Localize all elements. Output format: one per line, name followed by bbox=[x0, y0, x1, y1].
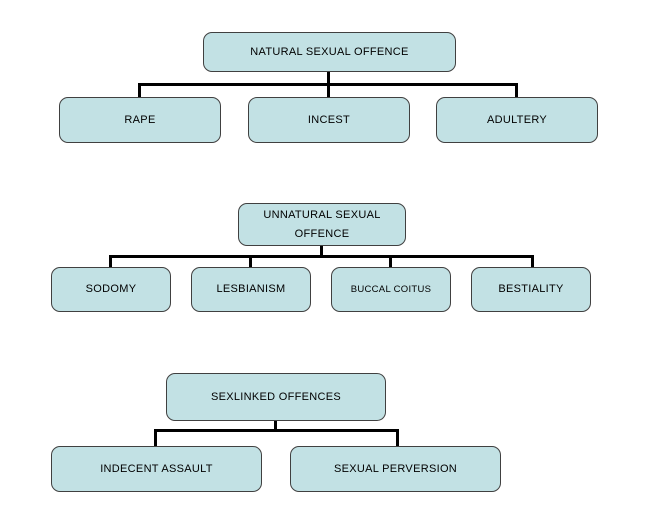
node-unnatural-sexual-offence: UNNATURAL SEXUAL OFFENCE bbox=[238, 203, 406, 246]
node-label-buccal-coitus: BUCCAL COITUS bbox=[350, 284, 432, 295]
node-label-unnatural-sexual-offence: UNNATURAL SEXUAL OFFENCE bbox=[263, 208, 381, 240]
connector-rail-tree3 bbox=[154, 429, 399, 432]
node-label-indecent-assault: INDECENT ASSAULT bbox=[100, 462, 213, 475]
connector-stem-tree1 bbox=[327, 72, 330, 86]
node-adultery: ADULTERY bbox=[436, 97, 598, 143]
node-sexual-perversion: SEXUAL PERVERSION bbox=[290, 446, 501, 492]
node-indecent-assault: INDECENT ASSAULT bbox=[51, 446, 262, 492]
node-label-bestiality: BESTIALITY bbox=[498, 283, 564, 295]
node-label-natural-sexual-offence: NATURAL SEXUAL OFFENCE bbox=[250, 45, 409, 58]
connector-drop-indecent-assault bbox=[154, 429, 157, 446]
node-buccal-coitus: BUCCAL COITUS bbox=[331, 267, 451, 312]
node-label-rape: RAPE bbox=[124, 113, 156, 126]
node-rape: RAPE bbox=[59, 97, 221, 143]
connector-drop-rape bbox=[138, 83, 141, 97]
connector-drop-incest bbox=[327, 83, 330, 97]
connector-stem-tree2 bbox=[320, 246, 323, 258]
node-label-incest: INCEST bbox=[307, 113, 351, 126]
connector-drop-sodomy bbox=[109, 255, 112, 267]
connector-drop-bestiality bbox=[531, 255, 534, 267]
connector-drop-adultery bbox=[515, 83, 518, 97]
connector-drop-sexual-perversion bbox=[396, 429, 399, 446]
node-label-sodomy: SODOMY bbox=[85, 283, 137, 295]
node-label-lesbianism: LESBIANISM bbox=[216, 283, 286, 295]
node-sodomy: SODOMY bbox=[51, 267, 171, 312]
connector-rail-tree2 bbox=[109, 255, 534, 258]
node-lesbianism: LESBIANISM bbox=[191, 267, 311, 312]
node-label-sexlinked-offences: SEXLINKED OFFENCES bbox=[210, 390, 342, 403]
node-label-adultery: ADULTERY bbox=[486, 113, 548, 126]
node-sexlinked-offences: SEXLINKED OFFENCES bbox=[166, 373, 386, 421]
connector-drop-buccal-coitus bbox=[389, 255, 392, 267]
connector-drop-lesbianism bbox=[249, 255, 252, 267]
node-natural-sexual-offence: NATURAL SEXUAL OFFENCE bbox=[203, 32, 456, 72]
node-incest: INCEST bbox=[248, 97, 410, 143]
node-label-sexual-perversion: SEXUAL PERVERSION bbox=[333, 462, 458, 475]
node-bestiality: BESTIALITY bbox=[471, 267, 591, 312]
connector-stem-tree3 bbox=[274, 421, 277, 432]
